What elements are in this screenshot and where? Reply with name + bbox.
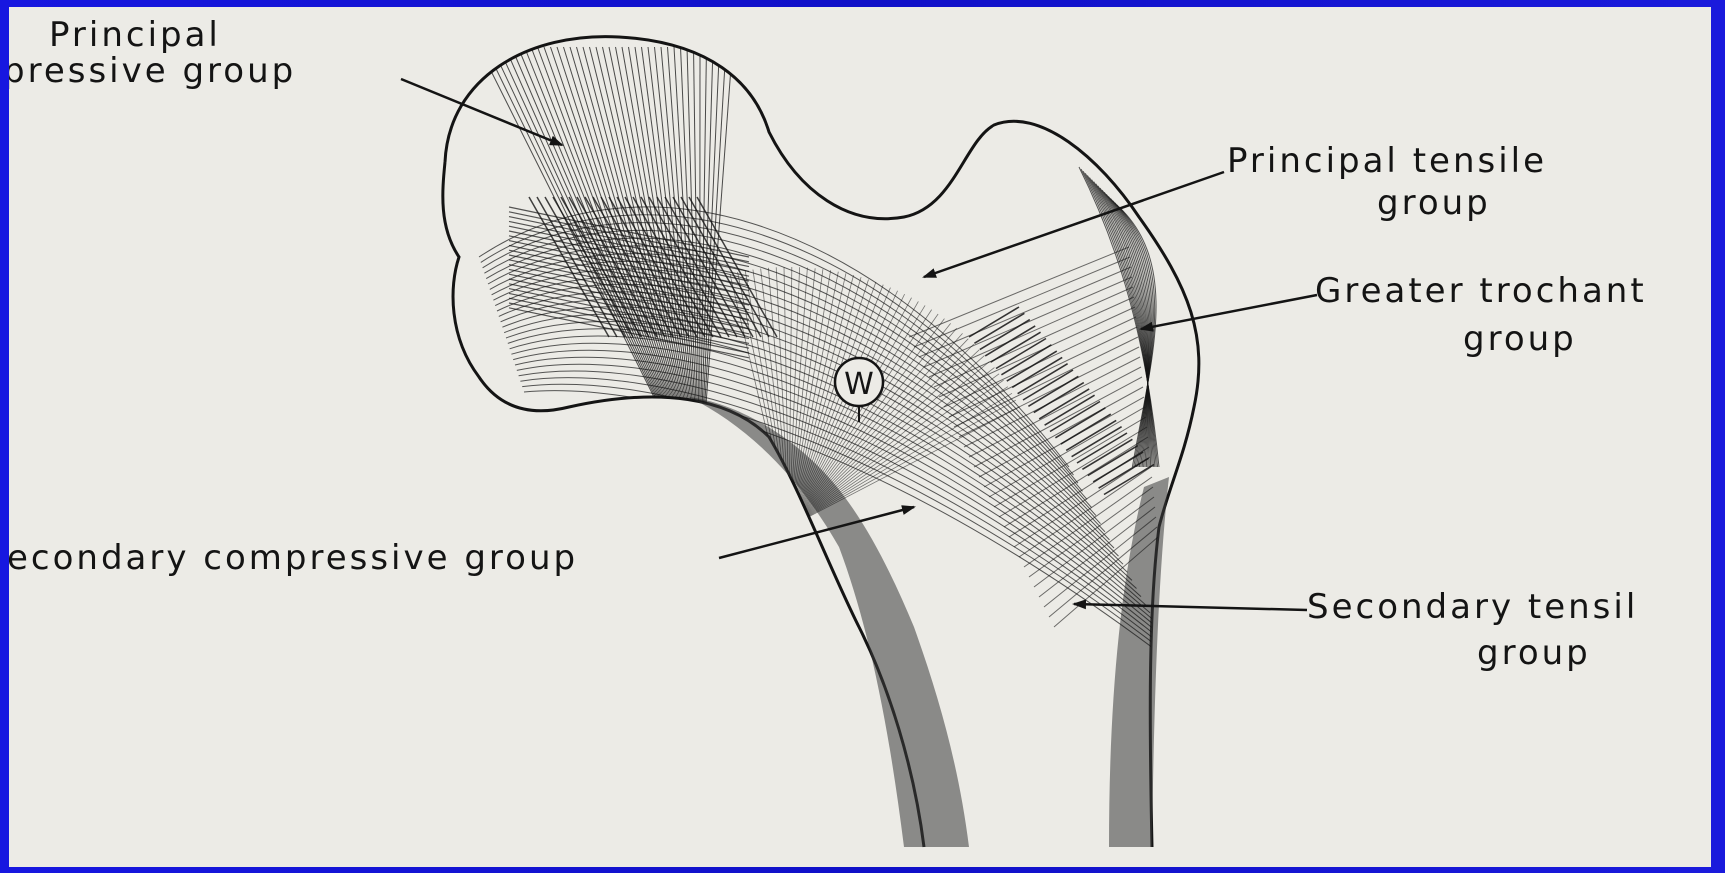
- arrow-secondary-compressive: [719, 507, 914, 558]
- femur-trabecular-diagram: W: [9, 7, 1711, 867]
- principal-tensile-label-line1: Principal tensile: [1227, 141, 1547, 181]
- principal-compressive-label-line1: Principal: [49, 15, 221, 55]
- arrow-principal-tensile: [924, 172, 1224, 277]
- secondary-tensile-label-line1: Secondary tensil: [1307, 587, 1638, 627]
- secondary-compressive-label: econdary compressive group: [9, 538, 578, 578]
- wards-triangle-marker: W: [835, 358, 883, 422]
- diagram-paper: W Principal pressive group Principal ten…: [9, 7, 1711, 867]
- arrow-greater-trochanter: [1141, 295, 1317, 329]
- secondary-tensile-label-line2: group: [1477, 633, 1591, 673]
- medial-cortex: [689, 397, 969, 847]
- principal-compressive-label-line2: pressive group: [9, 51, 296, 91]
- arrow-principal-compressive: [401, 79, 562, 145]
- greater-trochanter-label-line1: Greater trochant: [1315, 271, 1647, 311]
- arrow-secondary-tensile: [1074, 604, 1307, 610]
- lateral-cortex: [1109, 477, 1169, 847]
- greater-trochanter-label-line2: group: [1463, 319, 1577, 359]
- trabecular-hatching: [479, 47, 1182, 670]
- wards-triangle-letter: W: [844, 367, 874, 402]
- principal-tensile-label-line2: group: [1377, 183, 1491, 223]
